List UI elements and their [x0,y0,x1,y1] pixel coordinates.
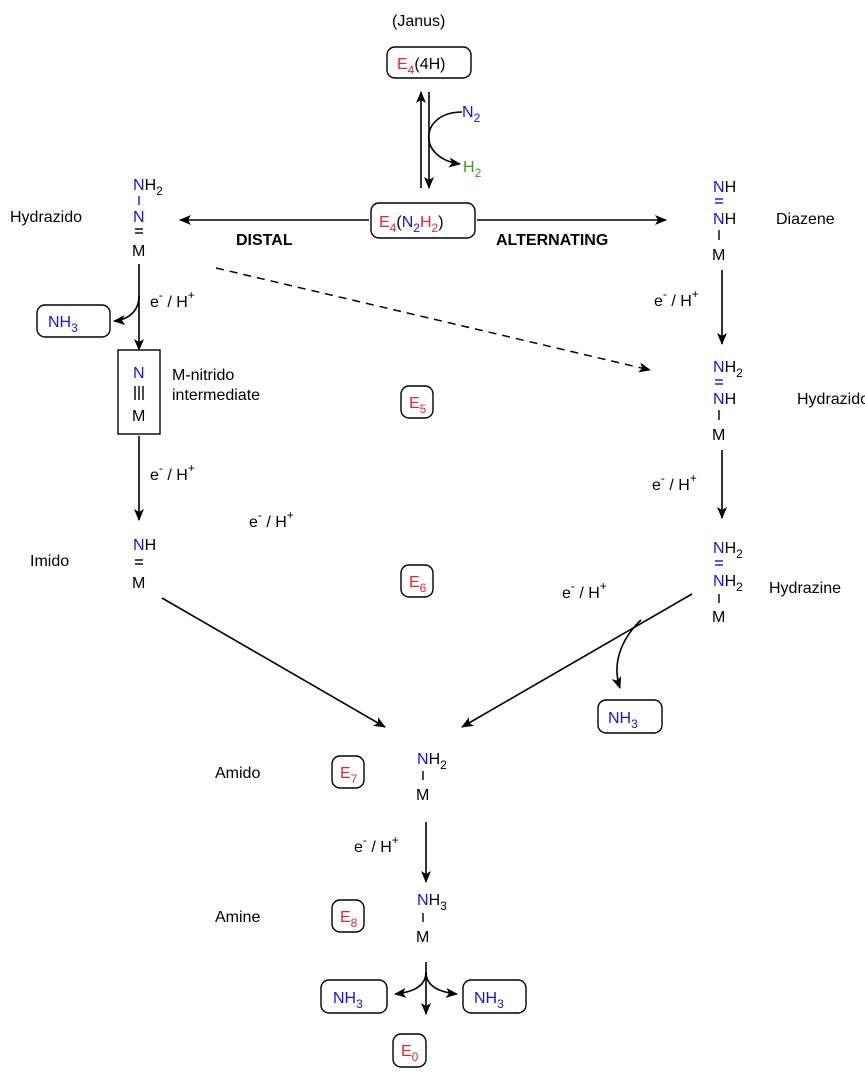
hydrazine-nh2-top: NH2 [713,540,743,561]
e0-label: E0 [401,1043,419,1064]
h2-product: H2 [463,159,482,180]
hydrazido-alt-nh: NH [713,391,736,408]
step-label-alt-2: e- / H+ [652,471,697,494]
amido-label: Amido [215,765,260,782]
m-nitrido-n: N [133,365,145,382]
hydrazine-nh2-bottom: NH2 [713,573,743,594]
amido-nh2: NH2 [417,751,447,772]
e4-4h-label: E4(4H) [397,56,445,77]
nh3-label-2: NH3 [608,710,638,731]
step-label-alt-1: e- / H+ [654,287,699,310]
m-nitrido-m: M [132,408,145,425]
e4-n2h2-box [370,202,476,239]
e7-label: E7 [340,765,358,786]
diazene-label: Diazene [776,211,835,228]
hydrazido-distal-m: M [132,243,145,260]
amido-m: M [416,787,429,804]
nh3-release-arrow-1 [113,295,140,326]
hydrazido-distal-n: N [133,209,145,226]
dashed-crossover-arrow [215,267,651,373]
nh3-release-left-arrow [394,971,427,998]
amine-label: Amine [215,909,260,926]
diazene-nh-bottom: NH [713,211,736,228]
diazene-nh-top: NH [713,179,736,196]
nh3-box-1 [36,304,111,338]
nh3-release-right-arrow [425,971,458,998]
e7-box [331,755,365,789]
e8-label: E8 [340,909,358,930]
hydrazido-alt-m: M [712,427,725,444]
hydrazine-label: Hydrazine [769,580,841,597]
step-label-alt-3: e- / H+ [562,579,607,602]
e4-4h-box [386,46,472,79]
nh3-label-3: NH3 [333,990,363,1011]
step-label-floating: e- / H+ [249,508,294,531]
nh3-box-4 [462,979,527,1014]
janus-label: (Janus) [392,13,445,30]
step-label-distal-1: e- / H+ [150,288,195,311]
m-nitrido-label-line1: M-nitrido [172,367,234,384]
e0-box [392,1033,427,1068]
nh3-label-1: NH3 [48,314,78,335]
e5-box [400,385,434,419]
imido-to-amido-arrow [161,597,386,728]
m-nitrido-label-line2: intermediate [172,387,260,404]
step-label-distal-2: e- / H+ [150,461,195,484]
n2-in-h2-out-curved-arrow [427,111,463,168]
hydrazido-alt-nh2: NH2 [713,359,743,380]
m-nitrido-box [117,349,161,435]
hydrazido-distal-nh2: NH2 [133,177,163,198]
e4-n2h2-label: E4(N2H2) [379,214,444,235]
e5-label: E5 [409,395,427,416]
hydrazido-alt-label: Hydrazido [797,391,865,408]
hydrazine-to-amido-arrow [461,593,693,728]
amine-m: M [416,929,429,946]
nh3-label-4: NH3 [474,990,504,1011]
step-label-bottom: e- / H+ [354,833,399,856]
hydrazido-distal-label: Hydrazido [10,209,82,226]
imido-m: M [132,575,145,592]
nh3-box-2 [597,699,663,734]
alternating-label: ALTERNATING [496,232,608,249]
diazene-m: M [712,247,725,264]
nh3-box-3 [320,979,388,1014]
n2-reagent: N2 [462,104,481,125]
imido-nh: NH [133,537,156,554]
amine-nh3: NH3 [417,892,447,913]
e6-label: E6 [409,574,427,595]
hydrazine-m: M [712,609,725,626]
distal-label: DISTAL [236,232,293,249]
e8-box [331,899,365,933]
nh3-release-arrow-2 [611,619,642,689]
e6-box [400,564,434,598]
imido-label: Imido [30,553,69,570]
